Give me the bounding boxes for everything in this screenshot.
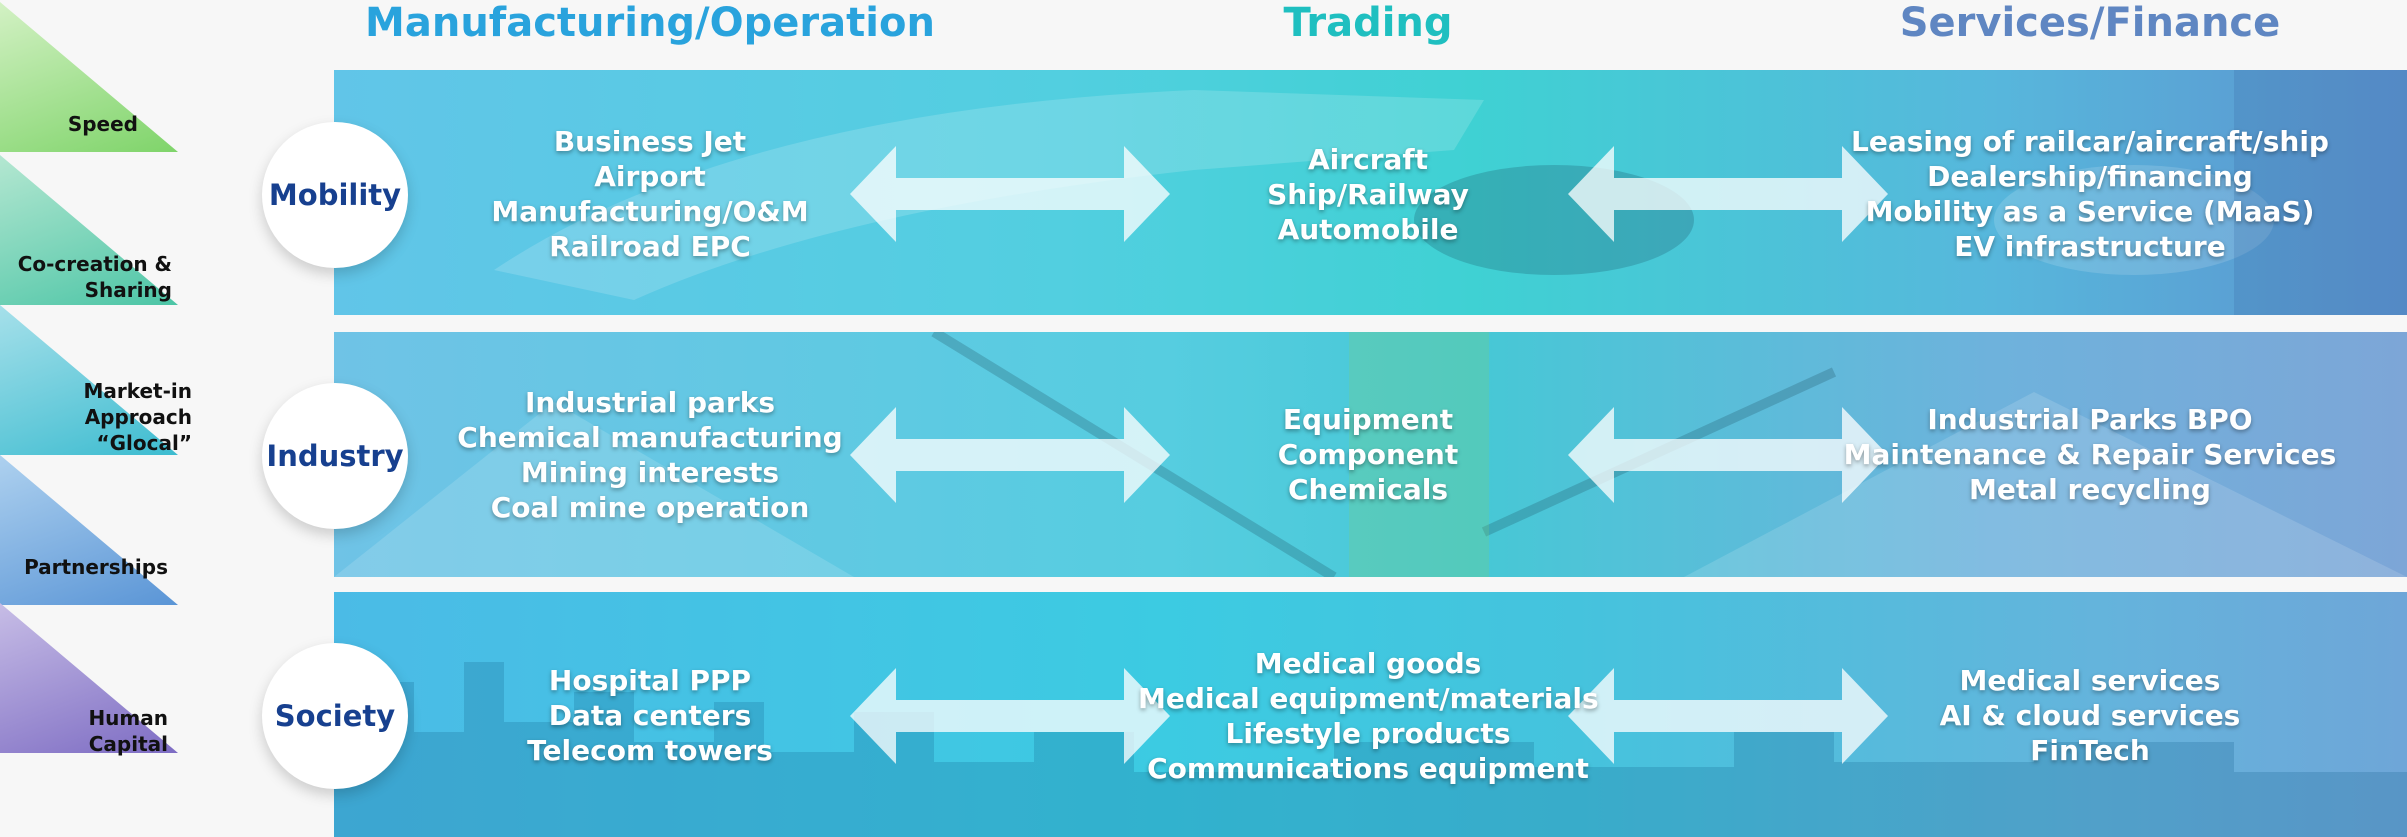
- sidebar-item-partnerships: Partnerships: [24, 555, 168, 579]
- list-item: Industrial Parks BPO: [1927, 403, 2253, 436]
- society-services-list: Medical services AI & cloud services Fin…: [1840, 663, 2340, 768]
- list-item: AI & cloud services: [1939, 699, 2241, 732]
- row-label-mobility: Mobility: [262, 122, 408, 268]
- society-trading-list: Medical goods Medical equipment/material…: [1138, 646, 1599, 786]
- industry-services-list: Industrial Parks BPO Maintenance & Repai…: [1830, 402, 2350, 507]
- list-item: Telecom towers: [527, 734, 773, 767]
- mobility-right-arrow: [1568, 146, 1888, 242]
- list-item: Manufacturing/O&M: [491, 195, 809, 228]
- society-background-image: [334, 662, 2407, 837]
- sidebar-item-human-capital: Human Capital: [88, 706, 168, 756]
- list-item: Mobility as a Service (MaaS): [1865, 195, 2315, 228]
- sidebar-item-market-in: Market-in Approach “Glocal”: [83, 379, 192, 455]
- list-item: Chemical manufacturing: [457, 421, 843, 454]
- society-manufacturing-list: Hospital PPP Data centers Telecom towers: [470, 663, 830, 768]
- list-item: Mining interests: [520, 456, 780, 489]
- list-item: Maintenance & Repair Services: [1843, 438, 2337, 471]
- list-item: Railroad EPC: [549, 230, 751, 263]
- list-item: Industrial parks: [524, 386, 776, 419]
- sidebar-item-co-creation: Co-creation & Sharing: [17, 252, 172, 302]
- list-item: Medical services: [1959, 664, 2221, 697]
- list-item: Ship/Railway: [1267, 178, 1469, 211]
- list-item: Communications equipment: [1147, 752, 1589, 785]
- list-item: Airport: [594, 160, 706, 193]
- mobility-trading-list: Aircraft Ship/Railway Automobile: [1168, 142, 1568, 247]
- list-item: Lifestyle products: [1225, 717, 1511, 750]
- list-item: Chemicals: [1287, 473, 1448, 506]
- row-label-industry: Industry: [262, 383, 408, 529]
- list-item: Equipment: [1282, 403, 1454, 436]
- list-item: Medical goods: [1254, 647, 1482, 680]
- mobility-left-arrow: [850, 146, 1170, 242]
- list-item: FinTech: [2030, 734, 2150, 767]
- partnerships-triangle: [0, 455, 178, 605]
- industry-band: [334, 332, 2407, 577]
- list-item: Automobile: [1277, 213, 1459, 246]
- list-item: Coal mine operation: [490, 491, 810, 524]
- header-services: Services/Finance: [1899, 0, 2281, 46]
- industry-manufacturing-list: Industrial parks Chemical manufacturing …: [440, 385, 860, 525]
- society-right-arrow: [1568, 668, 1888, 764]
- value-sidebar: Speed Co-creation & Sharing Market-in Ap…: [0, 0, 192, 835]
- header-trading: Trading: [1283, 0, 1453, 46]
- society-band: [334, 592, 2407, 837]
- list-item: Business Jet: [553, 125, 747, 158]
- sidebar-item-speed: Speed: [67, 112, 138, 136]
- list-item: Dealership/financing: [1927, 160, 2253, 193]
- society-left-arrow: [850, 668, 1170, 764]
- mobility-band: [334, 70, 2407, 315]
- header-manufacturing: Manufacturing/Operation: [365, 0, 935, 46]
- list-item: Component: [1277, 438, 1459, 471]
- list-item: Hospital PPP: [548, 664, 752, 697]
- list-item: Leasing of railcar/aircraft/ship: [1851, 125, 2329, 158]
- list-item: Metal recycling: [1969, 473, 2211, 506]
- industry-left-arrow: [850, 407, 1170, 503]
- industry-right-arrow: [1568, 407, 1888, 503]
- list-item: Medical equipment/materials: [1138, 682, 1599, 715]
- row-label-society: Society: [262, 643, 408, 789]
- industry-trading-list: Equipment Component Chemicals: [1168, 402, 1568, 507]
- list-item: EV infrastructure: [1954, 230, 2226, 263]
- mobility-manufacturing-list: Business Jet Airport Manufacturing/O&M R…: [470, 124, 830, 264]
- list-item: Data centers: [548, 699, 752, 732]
- list-item: Aircraft: [1308, 143, 1428, 176]
- mobility-services-list: Leasing of railcar/aircraft/ship Dealers…: [1840, 124, 2340, 264]
